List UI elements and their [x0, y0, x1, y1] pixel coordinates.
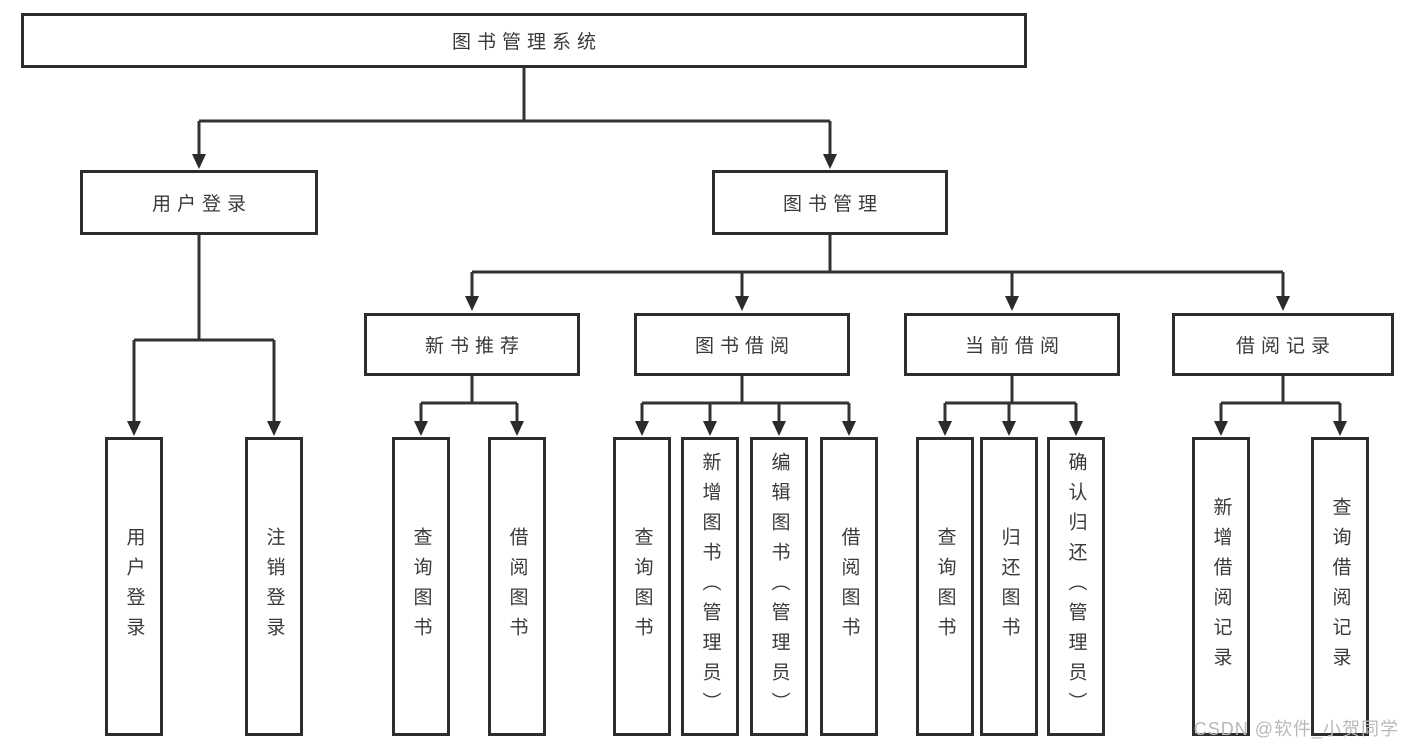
arrow-down-icon: [938, 421, 952, 436]
node-new-book-recommend-label: 新书推荐: [424, 336, 525, 357]
leaf-return-book: 归还图书: [980, 437, 1038, 736]
node-book-management: 图书管理: [712, 170, 948, 235]
node-borrow-records-label: 借阅记录: [1235, 336, 1336, 357]
node-user-login-label: 用户登录: [151, 194, 252, 215]
leaf-logout-label: 注销登录: [263, 526, 285, 647]
leaf-edit-book-admin-label: 编辑图书（管理员）: [768, 451, 790, 722]
leaf-query-books-borrow: 查询图书: [613, 437, 671, 736]
arrow-down-icon: [510, 421, 524, 436]
arrow-down-icon: [267, 421, 281, 436]
leaf-confirm-return-admin: 确认归还（管理员）: [1047, 437, 1105, 736]
arrow-down-icon: [1276, 296, 1290, 311]
arrow-down-icon: [1002, 421, 1016, 436]
leaf-confirm-return-admin-label: 确认归还（管理员）: [1065, 451, 1087, 722]
leaf-add-borrow-record-label: 新增借阅记录: [1210, 496, 1232, 677]
leaf-query-borrow-record: 查询借阅记录: [1311, 437, 1369, 736]
leaf-logout: 注销登录: [245, 437, 303, 736]
leaf-borrow-books-borrow: 借阅图书: [820, 437, 878, 736]
leaf-query-books-current-label: 查询图书: [934, 526, 956, 647]
node-book-borrow-label: 图书借阅: [694, 336, 795, 357]
node-current-borrow-label: 当前借阅: [964, 336, 1065, 357]
arrow-down-icon: [192, 154, 206, 169]
leaf-edit-book-admin: 编辑图书（管理员）: [750, 437, 808, 736]
node-borrow-records: 借阅记录: [1172, 313, 1394, 376]
watermark: CSDN @软件_小贺同学: [1193, 719, 1399, 739]
leaf-borrow-books-borrow-label: 借阅图书: [838, 526, 860, 647]
leaf-user-login: 用户登录: [105, 437, 163, 736]
node-current-borrow: 当前借阅: [904, 313, 1120, 376]
arrow-down-icon: [127, 421, 141, 436]
node-new-book-recommend: 新书推荐: [364, 313, 580, 376]
leaf-add-book-admin: 新增图书（管理员）: [681, 437, 739, 736]
arrow-down-icon: [1333, 421, 1347, 436]
leaf-add-book-admin-label: 新增图书（管理员）: [699, 451, 721, 722]
arrow-down-icon: [1214, 421, 1228, 436]
node-user-login: 用户登录: [80, 170, 318, 235]
arrow-down-icon: [465, 296, 479, 311]
leaf-query-books-recommend-label: 查询图书: [410, 526, 432, 647]
leaf-add-borrow-record: 新增借阅记录: [1192, 437, 1250, 736]
arrow-down-icon: [772, 421, 786, 436]
arrow-down-icon: [1069, 421, 1083, 436]
node-book-borrow: 图书借阅: [634, 313, 850, 376]
arrow-down-icon: [1005, 296, 1019, 311]
leaf-borrow-books-recommend: 借阅图书: [488, 437, 546, 736]
leaf-borrow-books-recommend-label: 借阅图书: [506, 526, 528, 647]
node-root: 图书管理系统: [21, 13, 1027, 68]
leaf-query-books-borrow-label: 查询图书: [631, 526, 653, 647]
arrow-down-icon: [635, 421, 649, 436]
leaf-return-book-label: 归还图书: [998, 526, 1020, 647]
arrow-down-icon: [735, 296, 749, 311]
leaf-query-books-current: 查询图书: [916, 437, 974, 736]
node-book-management-label: 图书管理: [782, 194, 883, 215]
node-root-label: 图书管理系统: [451, 32, 602, 53]
tree-edges: [132, 68, 1342, 422]
arrow-down-icon: [823, 154, 837, 169]
leaf-query-books-recommend: 查询图书: [392, 437, 450, 736]
arrow-down-icon: [842, 421, 856, 436]
arrow-down-icon: [703, 421, 717, 436]
leaf-query-borrow-record-label: 查询借阅记录: [1329, 496, 1351, 677]
arrow-down-icon: [414, 421, 428, 436]
leaf-user-login-label: 用户登录: [123, 526, 145, 647]
